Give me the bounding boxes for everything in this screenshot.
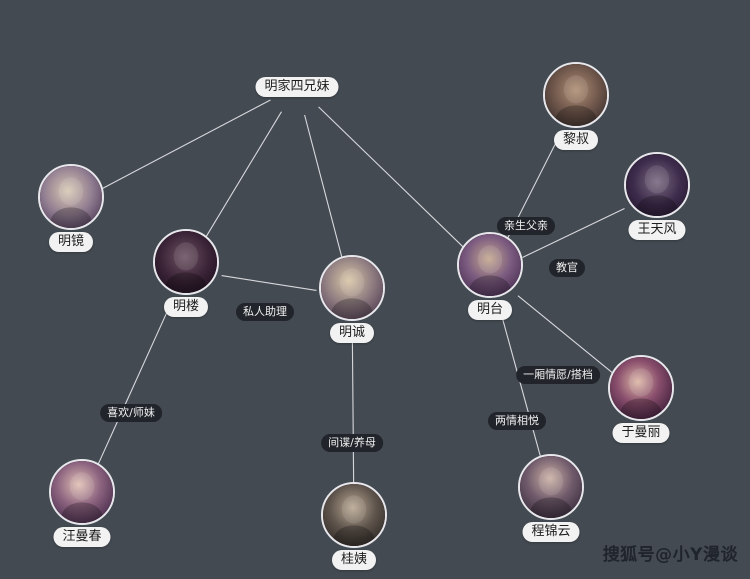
node-lishu[interactable]: 黎叔	[543, 62, 609, 150]
node-wangtianfeng[interactable]: 王天风	[624, 152, 690, 240]
edge-label-mingtai-wangtianfeng: 教官	[549, 259, 585, 277]
edge-line	[351, 331, 355, 488]
node-label-wangmanchun: 汪曼春	[53, 527, 111, 547]
node-minjia[interactable]: 明家四兄妹	[255, 75, 339, 97]
node-guiyi[interactable]: 桂姨	[321, 482, 387, 570]
avatar-minglou	[153, 229, 219, 295]
node-label-guiyi: 桂姨	[331, 550, 377, 570]
avatar-mingtai	[457, 232, 523, 298]
edge-label-mingtai-lishu: 亲生父亲	[497, 217, 555, 235]
edge-label-minglou-mingcheng: 私人助理	[236, 303, 294, 321]
avatar-chengjinyun	[518, 454, 584, 520]
node-label-mingcheng: 明诚	[329, 323, 375, 343]
edge-line	[499, 307, 542, 461]
avatar-lishu	[543, 62, 609, 128]
edge-label-mingtai-yumanli: 一厢情愿/搭档	[516, 366, 600, 384]
node-yumanli[interactable]: 于曼丽	[608, 355, 674, 443]
node-mingjing[interactable]: 明镜	[38, 164, 104, 252]
edge-line	[318, 106, 465, 249]
node-label-chengjinyun: 程锦云	[522, 522, 580, 542]
node-label-yumanli: 于曼丽	[612, 423, 670, 443]
node-minglou[interactable]: 明楼	[153, 229, 219, 317]
edge-line	[522, 208, 625, 258]
edge-line	[204, 111, 282, 240]
edge-line	[304, 114, 344, 262]
node-chengjinyun[interactable]: 程锦云	[518, 454, 584, 542]
edge-line	[102, 99, 271, 189]
avatar-wangtianfeng	[624, 152, 690, 218]
edge-label-mingtai-chengjinyun: 两情相悦	[488, 412, 546, 430]
watermark: 搜狐号@小Y漫谈	[602, 545, 738, 565]
avatar-guiyi	[321, 482, 387, 548]
node-label-mingjing: 明镜	[48, 232, 94, 252]
edge-line	[221, 275, 317, 291]
node-label-wangtianfeng: 王天风	[628, 220, 686, 240]
edge-line	[96, 302, 172, 468]
edge-label-mingcheng-guiyi: 间谍/养母	[321, 434, 383, 452]
avatar-wangmanchun	[49, 459, 115, 525]
avatar-mingjing	[38, 164, 104, 230]
node-mingcheng[interactable]: 明诚	[319, 255, 385, 343]
node-label-minglou: 明楼	[163, 297, 209, 317]
node-label-mingtai: 明台	[467, 300, 513, 320]
avatar-mingcheng	[319, 255, 385, 321]
node-wangmanchun[interactable]: 汪曼春	[49, 459, 115, 547]
edge-label-minglou-wangmanchun: 喜欢/师妹	[100, 404, 162, 422]
edge-line	[517, 295, 614, 374]
node-mingtai[interactable]: 明台	[457, 232, 523, 320]
avatar-yumanli	[608, 355, 674, 421]
node-label-minjia: 明家四兄妹	[255, 77, 339, 97]
node-label-lishu: 黎叔	[553, 130, 599, 150]
